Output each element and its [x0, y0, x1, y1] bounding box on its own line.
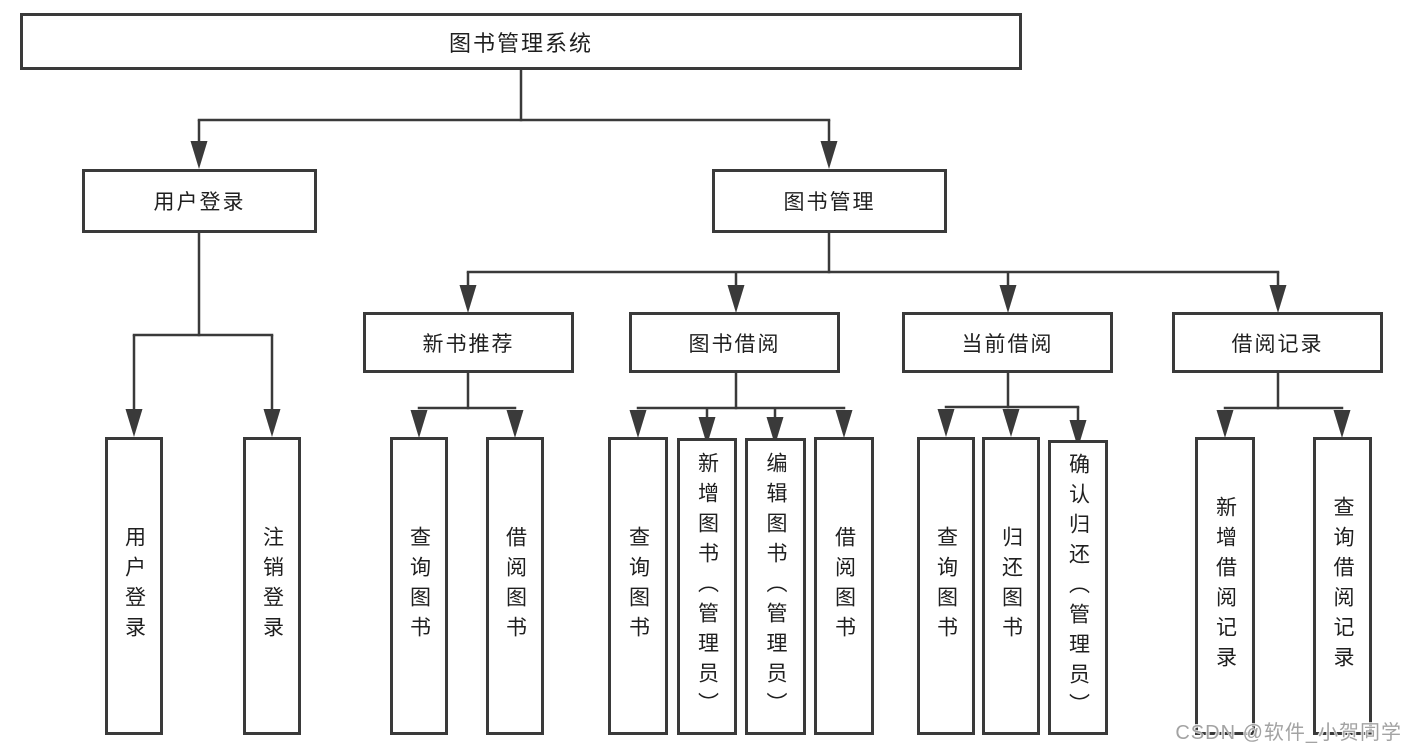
- leaf-borrow-books-recommend: 借阅图书: [486, 437, 544, 735]
- arrowhead: [459, 285, 477, 313]
- connector-borrow-to-leaves: [629, 373, 853, 445]
- arrowhead: [190, 141, 208, 169]
- connector-management-to-level3: [459, 233, 1287, 313]
- node-label: 用户登录: [153, 191, 246, 214]
- arrowhead: [766, 417, 784, 445]
- leaf-label: 新增借阅记录: [1213, 496, 1237, 676]
- arrowhead: [1269, 285, 1287, 313]
- arrowhead: [727, 285, 745, 313]
- node-new-book-recommendation: 新书推荐: [363, 312, 574, 373]
- node-label: 图书管理系统: [448, 30, 593, 56]
- node-label: 当前借阅: [961, 332, 1054, 356]
- node-book-management: 图书管理: [712, 169, 947, 233]
- arrowhead: [125, 409, 143, 437]
- leaf-return-books: 归还图书: [982, 437, 1040, 735]
- connector-recommend-to-leaves: [410, 373, 524, 438]
- leaf-add-books-admin: 新增图书（管理员）: [677, 438, 737, 735]
- connector-current-to-leaves: [937, 373, 1087, 448]
- leaf-add-borrow-record: 新增借阅记录: [1195, 437, 1255, 735]
- node-label: 图书管理: [783, 191, 876, 214]
- leaf-confirm-return-admin: 确认归还（管理员）: [1048, 440, 1108, 735]
- arrowhead: [698, 417, 716, 445]
- node-label: 借阅记录: [1231, 332, 1324, 356]
- leaf-query-borrow-record: 查询借阅记录: [1313, 437, 1372, 735]
- arrowhead: [820, 141, 838, 169]
- leaf-label: 用户登录: [122, 526, 146, 646]
- node-label: 新书推荐: [422, 332, 515, 356]
- connector-root-to-level2: [190, 70, 838, 169]
- leaf-query-books-borrow: 查询图书: [608, 437, 668, 735]
- csdn-watermark: CSDN @软件_小贺同学: [1175, 722, 1402, 744]
- arrowhead: [506, 410, 524, 438]
- node-book-borrowing: 图书借阅: [629, 312, 840, 373]
- leaf-borrow-books: 借阅图书: [814, 437, 874, 735]
- leaf-logout: 注销登录: [243, 437, 301, 735]
- arrowhead: [629, 410, 647, 438]
- leaf-label: 归还图书: [999, 526, 1023, 646]
- node-library-management-system: 图书管理系统: [20, 13, 1022, 70]
- leaf-label: 新增图书（管理员）: [695, 451, 719, 722]
- leaf-label: 注销登录: [260, 526, 284, 646]
- leaf-label: 编辑图书（管理员）: [764, 451, 788, 722]
- leaf-label: 借阅图书: [503, 526, 527, 646]
- leaf-label: 查询图书: [407, 526, 431, 646]
- leaf-label: 借阅图书: [832, 526, 856, 646]
- leaf-label: 确认归还（管理员）: [1066, 452, 1090, 723]
- node-user-login: 用户登录: [82, 169, 317, 233]
- arrowhead: [1069, 420, 1087, 448]
- arrowhead: [1216, 410, 1234, 438]
- leaf-label: 查询图书: [626, 526, 650, 646]
- arrowhead: [999, 285, 1017, 313]
- arrowhead: [937, 409, 955, 437]
- node-current-borrowing: 当前借阅: [902, 312, 1113, 373]
- leaf-query-books-current: 查询图书: [917, 437, 975, 735]
- arrowhead: [835, 410, 853, 438]
- arrowhead: [263, 409, 281, 437]
- leaf-edit-books-admin: 编辑图书（管理员）: [745, 438, 806, 735]
- leaf-query-books-recommend: 查询图书: [390, 437, 448, 735]
- arrowhead: [1333, 410, 1351, 438]
- arrowhead: [410, 410, 428, 438]
- leaf-label: 查询借阅记录: [1331, 496, 1355, 676]
- connector-records-to-leaves: [1216, 373, 1351, 438]
- connector-login-to-leaves: [125, 233, 281, 437]
- leaf-label: 查询图书: [934, 526, 958, 646]
- arrowhead: [1002, 409, 1020, 437]
- leaf-user-login: 用户登录: [105, 437, 163, 735]
- node-borrowing-records: 借阅记录: [1172, 312, 1383, 373]
- node-label: 图书借阅: [688, 332, 781, 356]
